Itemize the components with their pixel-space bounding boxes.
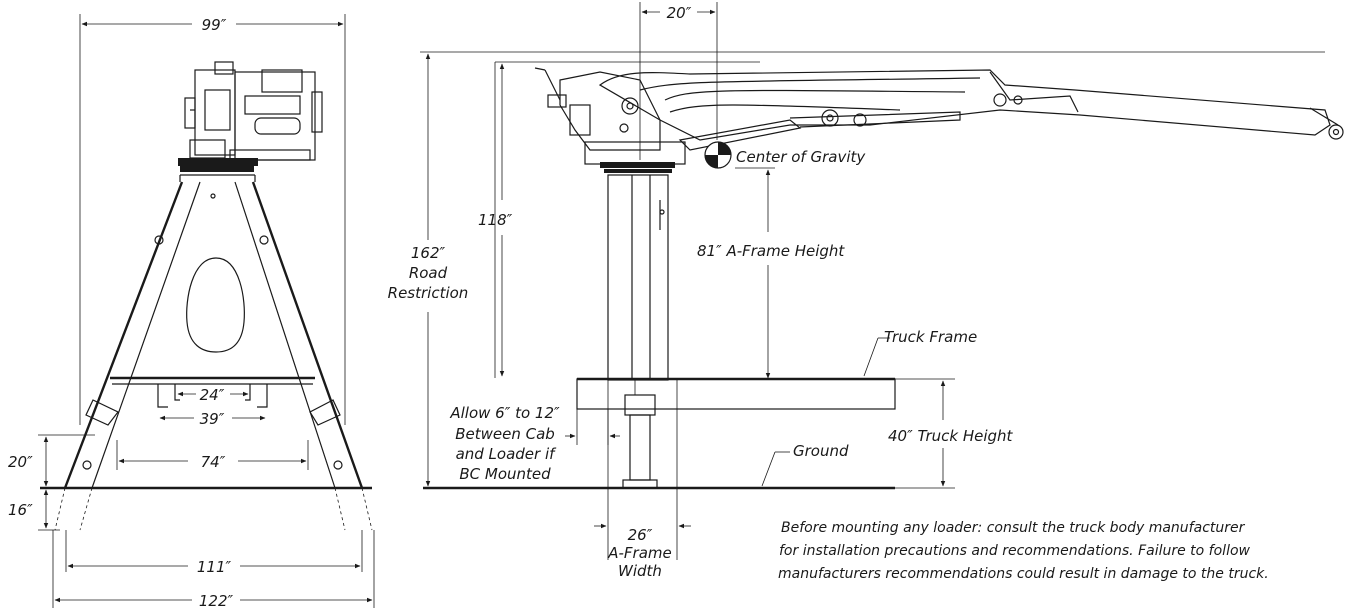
dim-81: 81″ A-Frame Height	[697, 167, 845, 379]
truck-height-label: 40″ Truck Height	[888, 427, 1014, 445]
center-of-gravity-label: Center of Gravity	[736, 148, 866, 166]
front-a-frame	[40, 174, 373, 531]
dim-20-top-label: 20″	[667, 4, 692, 22]
dim-20-16: 20″ 16″	[8, 434, 95, 531]
cab-allowance-line-1: Allow 6″ to 12″	[449, 404, 560, 422]
cab-allowance-line-3: and Loader if	[456, 445, 558, 463]
dim-118: 118″	[478, 62, 513, 378]
side-outrigger-leg	[622, 380, 658, 489]
note-line-2: for installation precautions and recomme…	[779, 543, 1251, 559]
dim-24-39: 24″ 39″	[157, 384, 268, 428]
dim-74-label: 74″	[201, 453, 226, 471]
front-view: 99″	[8, 14, 375, 610]
note-line-3: manufacturers recommendations could resu…	[778, 566, 1269, 582]
truck-frame: Truck Frame	[576, 328, 977, 489]
ground-label: Ground	[793, 442, 849, 460]
dim-16-label: 16″	[8, 501, 33, 519]
note-line-1: Before mounting any loader: consult the …	[781, 520, 1246, 536]
front-crane-head	[178, 61, 323, 172]
dim-39-label: 39″	[200, 410, 225, 428]
ground: Ground	[423, 442, 895, 490]
dim-40: 40″ Truck Height	[888, 380, 1014, 487]
side-view: 20″	[388, 2, 1344, 580]
mounting-note: Before mounting any loader: consult the …	[778, 520, 1269, 582]
dim-26: 26″ A-Frame Width	[594, 380, 691, 580]
dim-99: 99″	[79, 14, 346, 425]
center-of-gravity: Center of Gravity	[704, 141, 866, 169]
dim-118-label: 118″	[478, 211, 513, 229]
dim-24-label: 24″	[200, 386, 225, 404]
cab-allowance-line-4: BC Mounted	[459, 465, 551, 483]
a-frame-width-line-1: 26″	[628, 526, 653, 544]
road-restriction-line-2: Road	[409, 264, 448, 282]
truck-frame-label: Truck Frame	[884, 328, 977, 346]
side-column	[607, 174, 669, 381]
side-crane-boom	[534, 67, 1344, 173]
dim-111-label: 111″	[197, 558, 232, 576]
dim-111-122: 111″ 122″	[52, 530, 375, 610]
road-restriction-line-3: Restriction	[388, 284, 469, 302]
dim-20-top: 20″	[639, 2, 718, 160]
dim-162: 162″ Road Restriction	[388, 53, 469, 487]
dim-122-label: 122″	[199, 592, 234, 610]
cab-allowance: Allow 6″ to 12″ Between Cab and Loader i…	[449, 404, 620, 483]
road-restriction-line-1: 162″	[411, 244, 446, 262]
a-frame-width-line-2: A-Frame	[607, 544, 672, 562]
cab-allowance-line-2: Between Cab	[455, 425, 555, 443]
dim-20-label: 20″	[8, 453, 33, 471]
a-frame-height-label: 81″ A-Frame Height	[697, 242, 845, 260]
dim-74: 74″	[116, 440, 309, 471]
dim-99-label: 99″	[202, 16, 227, 34]
a-frame-width-line-3: Width	[618, 562, 662, 580]
